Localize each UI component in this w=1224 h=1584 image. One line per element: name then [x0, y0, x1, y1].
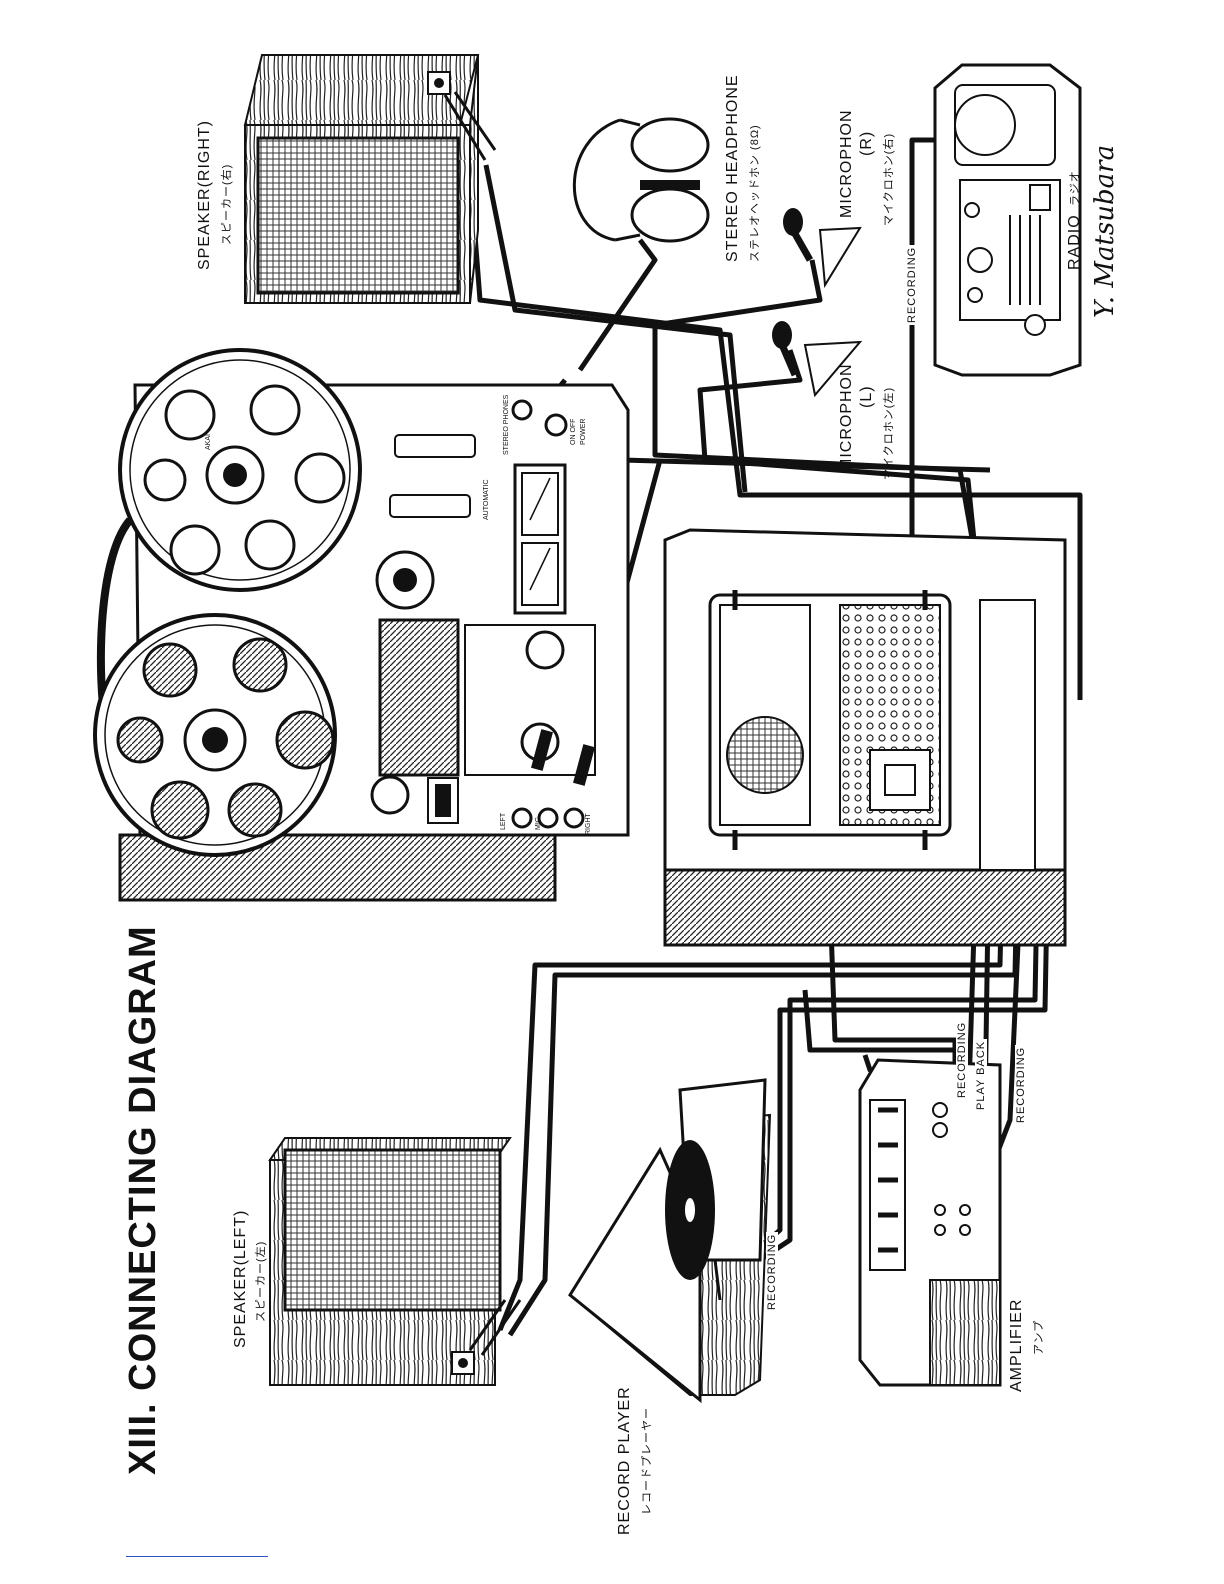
label-amplifier-jp: アンプ [1033, 1319, 1045, 1355]
power-switch [544, 413, 568, 437]
deck-power-label: POWER [580, 419, 587, 445]
amplifier [858, 1058, 1002, 1387]
speaker-left [268, 1137, 522, 1386]
head-cover [378, 618, 460, 777]
label-record-player-jp: レコードプレーヤー [641, 1407, 653, 1515]
cable-mic-right [652, 259, 993, 641]
vu-meters [513, 463, 567, 615]
label-microphone-r-side: (R) [858, 130, 875, 156]
stereo-headphone [572, 117, 710, 243]
microphone-left [772, 321, 863, 398]
cable-speaker-right [467, 169, 1083, 700]
deck-right-label: RIGHT [585, 813, 592, 836]
radio [933, 63, 1082, 377]
page-title: XIII. CONNECTING DIAGRAM [122, 925, 164, 1475]
jack-stereo-phones [511, 399, 533, 421]
label-radio-jp: ラジオ [1069, 170, 1081, 206]
label-microphone-r: MICROPHON [838, 109, 855, 218]
label-speaker-right: SPEAKER(RIGHT) [196, 119, 213, 270]
deck-stereo-phones-label: STEREO PHONES [503, 394, 510, 455]
label-stereo-headphone: STEREO HEADPHONE [724, 74, 741, 262]
record-player [568, 1078, 772, 1404]
signature: Y. Matsubara [1090, 144, 1120, 318]
label-stereo-headphone-jp: ステレオヘッドホン (8Ω) [749, 124, 761, 262]
cable-label-amp-recording-1: RECORDING [956, 1019, 968, 1100]
label-amplifier: AMPLIFIER [1008, 1298, 1025, 1392]
deck-automatic-label: AUTOMATIC [483, 479, 490, 520]
cable-label-player-recording: RECORDING [766, 1231, 778, 1312]
deck-mic-label: MIC [535, 817, 542, 830]
label-microphone-l: MICROPHON [838, 363, 855, 472]
cable-headphone [577, 238, 658, 372]
jack-left [511, 807, 533, 829]
jack-right [563, 807, 585, 829]
tape-deck: AKAI STEREO PHONES POWER ON OFF AUTOMATI… [93, 348, 630, 902]
label-microphone-l-jp: マイクロホン(左) [883, 386, 895, 480]
function-lever-2 [389, 494, 471, 518]
cable-label-radio-recording: RECORDING [906, 244, 918, 325]
function-lever-1 [394, 434, 476, 458]
reel-lower [93, 613, 337, 857]
label-speaker-left-jp: スピーカー(左) [255, 1240, 267, 1322]
reel-upper [118, 348, 362, 592]
jack-mic [537, 807, 559, 829]
label-microphone-r-jp: マイクロホン(右) [883, 132, 895, 226]
deck-brand: AKAI [205, 434, 212, 450]
label-speaker-left: SPEAKER(LEFT) [232, 1209, 249, 1348]
tv-speaker-grill [726, 716, 804, 794]
cable-speaker-right-2 [483, 164, 748, 493]
cable-mic-left [697, 349, 988, 651]
cable-label-amp-recording-2: RECORDING [1015, 1044, 1027, 1125]
cable-label-amp-playback: PLAY BACK [975, 1038, 987, 1112]
footer-rule [126, 1556, 268, 1557]
label-radio: RADIO [1066, 214, 1083, 270]
volume-knob-upper [525, 630, 565, 670]
label-speaker-right-jp: スピーカー(右) [221, 163, 233, 245]
microphone-right [783, 208, 862, 289]
television [663, 528, 1067, 947]
label-microphone-l-side: (L) [858, 385, 875, 408]
deck-left-label: LEFT [500, 812, 507, 830]
speaker-right [243, 54, 497, 304]
label-record-player: RECORD PLAYER [616, 1386, 633, 1535]
deck-on-off-label: ON OFF [570, 419, 577, 445]
